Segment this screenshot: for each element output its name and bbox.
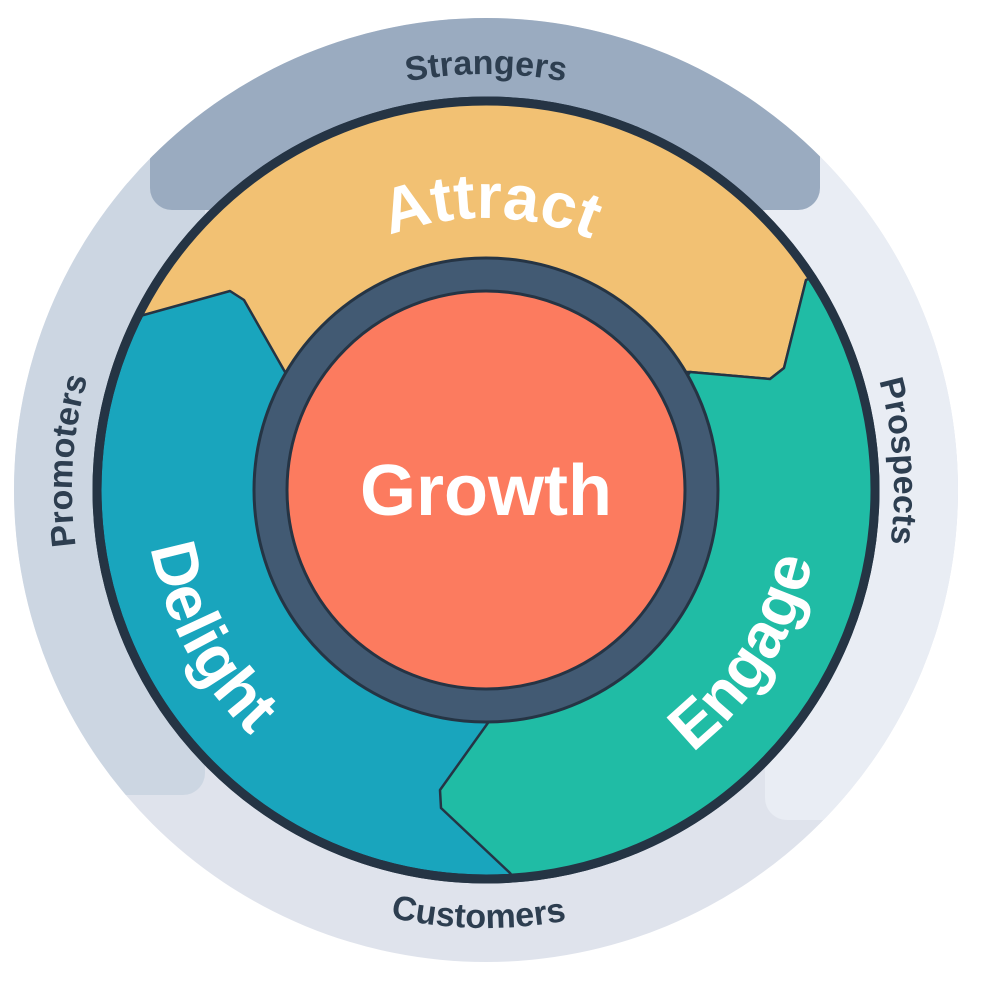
growth-label: Growth — [360, 451, 612, 531]
strangers-label: Strangers — [402, 44, 570, 89]
growth-hub — [285, 289, 687, 691]
